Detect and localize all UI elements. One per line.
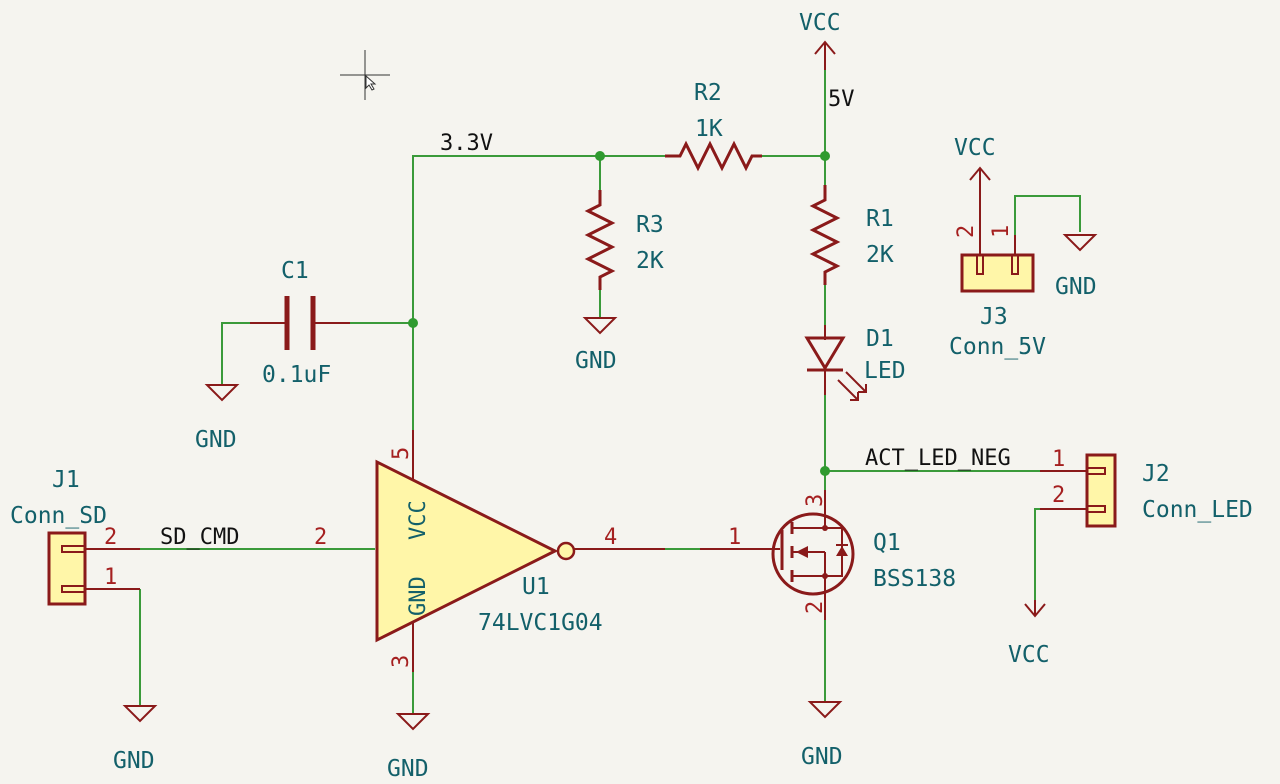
u1-ref: U1 — [522, 574, 550, 600]
gnd-label: GND — [801, 744, 843, 770]
j2-pin-2: 2 — [1052, 483, 1065, 508]
wires — [139, 70, 1081, 714]
gnd-label: GND — [1055, 274, 1097, 300]
u1-value: 74LVC1G04 — [478, 610, 603, 636]
resistor-r1[interactable]: R1 2K — [809, 185, 894, 285]
inverter-u1[interactable]: VCC GND 5 3 2 4 U1 74LVC1G04 — [314, 430, 665, 672]
j1-value: Conn_SD — [10, 503, 107, 529]
body-diode-icon — [825, 527, 848, 577]
led-d1[interactable]: D1 LED — [804, 325, 906, 401]
u1-gnd-pin-label: GND — [406, 576, 431, 616]
vcc-label: VCC — [1008, 642, 1050, 668]
connector-j1[interactable]: 2 1 J1 Conn_SD — [10, 467, 140, 606]
c1-ref: C1 — [281, 258, 309, 284]
u1-pin-5: 5 — [389, 447, 414, 460]
led-emission-arrows-icon — [837, 371, 867, 401]
net-label-3v3: 3.3V — [440, 131, 493, 156]
j1-pin-1: 1 — [104, 565, 117, 590]
capacitor-c1[interactable]: C1 0.1uF — [250, 258, 350, 388]
j1-ref: J1 — [52, 467, 80, 493]
mosfet-q1[interactable]: 1 3 2 Q1 BSS138 — [700, 490, 956, 620]
gnd-label: GND — [113, 748, 155, 774]
net-label-sd-cmd: SD_CMD — [160, 525, 239, 550]
d1-value: LED — [864, 358, 906, 384]
net-label-act-led-neg: ACT_LED_NEG — [865, 446, 1011, 471]
vcc-symbol-j3[interactable]: VCC — [954, 135, 996, 235]
r3-ref: R3 — [636, 212, 664, 238]
q1-pin-2: 2 — [803, 601, 828, 614]
connector-j3[interactable]: 2 1 J3 Conn_5V — [949, 225, 1046, 360]
j2-value: Conn_LED — [1142, 497, 1253, 523]
c1-value: 0.1uF — [262, 362, 331, 388]
q1-ref: Q1 — [873, 530, 901, 556]
crosshair-cursor-icon — [340, 50, 390, 100]
vcc-label: VCC — [954, 135, 996, 161]
vcc-symbol-top[interactable]: VCC — [799, 10, 841, 70]
gnd-label: GND — [387, 756, 429, 782]
j2-ref: J2 — [1142, 461, 1170, 487]
gnd-label: GND — [575, 348, 617, 374]
gnd-symbol-u1[interactable]: GND — [387, 713, 431, 782]
gnd-symbol-r3[interactable]: GND — [575, 317, 618, 374]
d1-ref: D1 — [866, 326, 894, 352]
u1-pin-2: 2 — [314, 525, 327, 550]
gnd-symbol-q1[interactable]: GND — [801, 701, 843, 770]
q1-pin-3: 3 — [803, 494, 828, 507]
u1-pin-3: 3 — [389, 655, 414, 668]
resistor-r3[interactable]: R3 2K — [584, 190, 664, 290]
connector-j2[interactable]: 1 2 J2 Conn_LED — [1040, 447, 1253, 528]
j3-ref: J3 — [980, 304, 1008, 330]
gnd-symbol-j3[interactable]: GND — [1055, 234, 1098, 300]
j2-pin-1: 1 — [1052, 447, 1065, 472]
vcc-label: VCC — [799, 10, 841, 36]
u1-pin-4: 4 — [604, 525, 617, 550]
r2-value: 1K — [695, 116, 723, 142]
gnd-symbol-j1[interactable]: GND — [113, 705, 158, 774]
net-label-5v: 5V — [828, 87, 855, 112]
gnd-symbol-c1[interactable]: GND — [195, 384, 240, 453]
r1-ref: R1 — [866, 206, 894, 232]
u1-vcc-pin-label: VCC — [406, 500, 431, 540]
r2-ref: R2 — [694, 80, 722, 106]
gnd-label: GND — [195, 427, 237, 453]
r1-value: 2K — [866, 242, 894, 268]
resistor-r2[interactable]: R2 1K — [665, 80, 762, 172]
q1-value: BSS138 — [873, 566, 956, 592]
junctions — [408, 151, 830, 476]
j3-pin-1: 1 — [989, 225, 1014, 238]
r3-value: 2K — [636, 248, 664, 274]
q1-pin-1: 1 — [728, 525, 741, 550]
j1-pin-2: 2 — [104, 525, 117, 550]
j3-value: Conn_5V — [949, 334, 1046, 360]
j3-pin-2: 2 — [954, 225, 979, 238]
vcc-symbol-j2[interactable]: VCC — [1008, 600, 1050, 668]
